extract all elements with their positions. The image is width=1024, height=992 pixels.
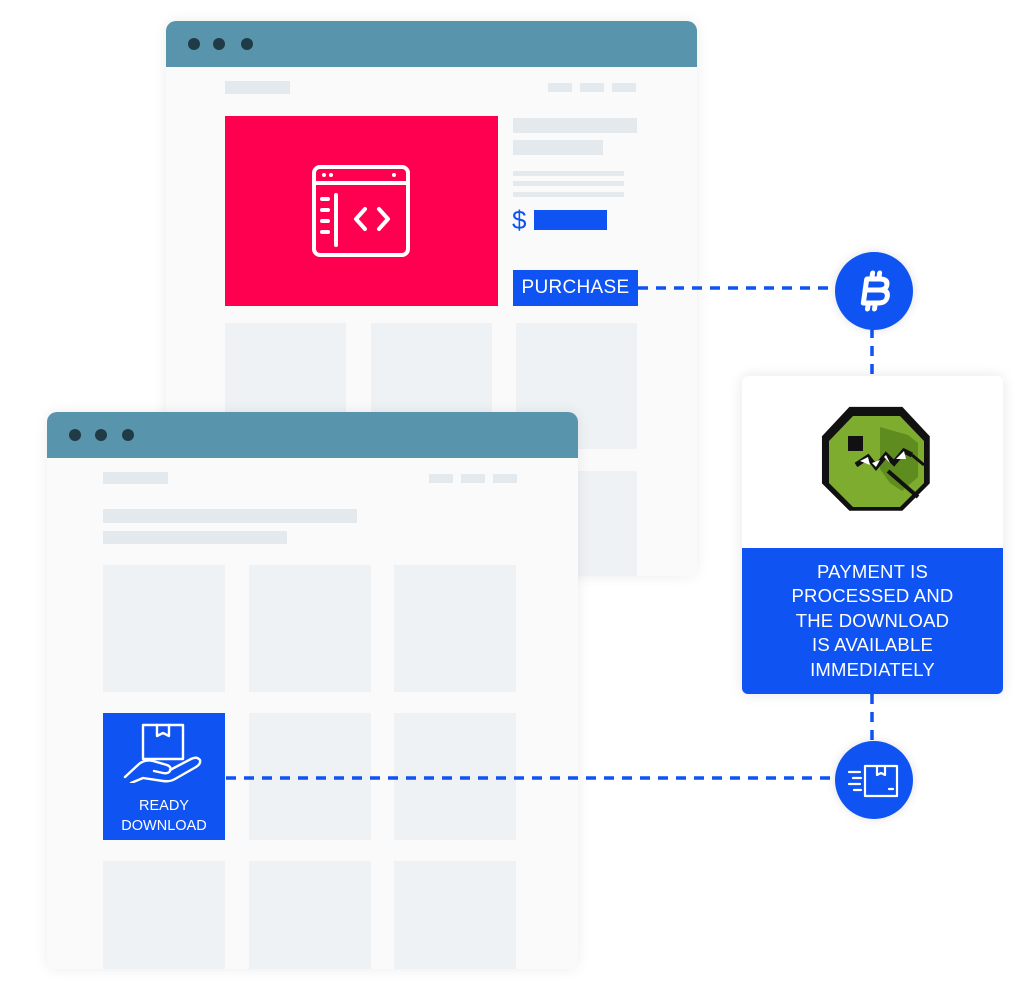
title-placeholder — [513, 118, 637, 133]
ready-label-line-1: READY — [139, 798, 189, 814]
nav-placeholder — [548, 83, 572, 92]
payment-processor-card: PAYMENT IS PROCESSED AND THE DOWNLOAD IS… — [742, 376, 1003, 694]
bitcoin-payment-circle — [835, 252, 913, 330]
currency-symbol: $ — [512, 205, 527, 235]
price-value — [534, 210, 607, 230]
hand-holding-box-icon — [121, 721, 207, 789]
window-dot — [188, 38, 200, 50]
back-window-titlebar — [166, 21, 697, 67]
logo-placeholder — [225, 81, 290, 94]
caption-line-5: IMMEDIATELY — [810, 658, 935, 680]
window-dot — [213, 38, 225, 50]
purchase-button[interactable]: PURCHASE — [513, 270, 638, 306]
logo-placeholder — [103, 472, 168, 484]
caption-line-4: IS AVAILABLE — [811, 634, 933, 656]
window-dot — [95, 429, 107, 441]
caption-line-3: THE DOWNLOAD — [795, 609, 950, 631]
nav-placeholder — [461, 474, 485, 483]
window-dot — [122, 429, 134, 441]
bitcoin-icon — [855, 270, 895, 317]
ready-label-line-2: DOWNLOAD — [121, 818, 207, 834]
product-tile — [103, 565, 225, 692]
nav-placeholder — [493, 474, 517, 483]
product-tile — [249, 861, 371, 969]
heading-placeholder — [103, 509, 357, 523]
processor-caption: PAYMENT IS PROCESSED AND THE DOWNLOAD IS… — [742, 548, 1003, 694]
product-tile — [394, 861, 516, 969]
window-dot — [241, 38, 253, 50]
product-tile — [103, 861, 225, 969]
code-window-icon — [312, 165, 410, 262]
product-tile — [249, 565, 371, 692]
caption-line-1: PAYMENT IS — [817, 560, 928, 582]
caption-line-2: PROCESSED AND — [791, 585, 954, 607]
front-browser-window: READY DOWNLOAD — [47, 412, 578, 969]
product-image — [225, 116, 498, 306]
text-placeholder — [513, 192, 624, 197]
front-window-titlebar — [47, 412, 578, 458]
nav-placeholder — [429, 474, 453, 483]
nav-placeholder — [580, 83, 604, 92]
fast-delivery-box-icon — [847, 763, 903, 804]
window-dot — [69, 429, 81, 441]
ready-download-tile[interactable]: READY DOWNLOAD — [103, 713, 225, 840]
product-tile — [394, 565, 516, 692]
nav-placeholder — [612, 83, 636, 92]
green-crocodile-logo — [820, 403, 934, 522]
delivery-circle — [835, 741, 913, 819]
text-placeholder — [513, 181, 624, 186]
subtitle-placeholder — [513, 140, 603, 155]
subheading-placeholder — [103, 531, 287, 544]
text-placeholder — [513, 171, 624, 176]
